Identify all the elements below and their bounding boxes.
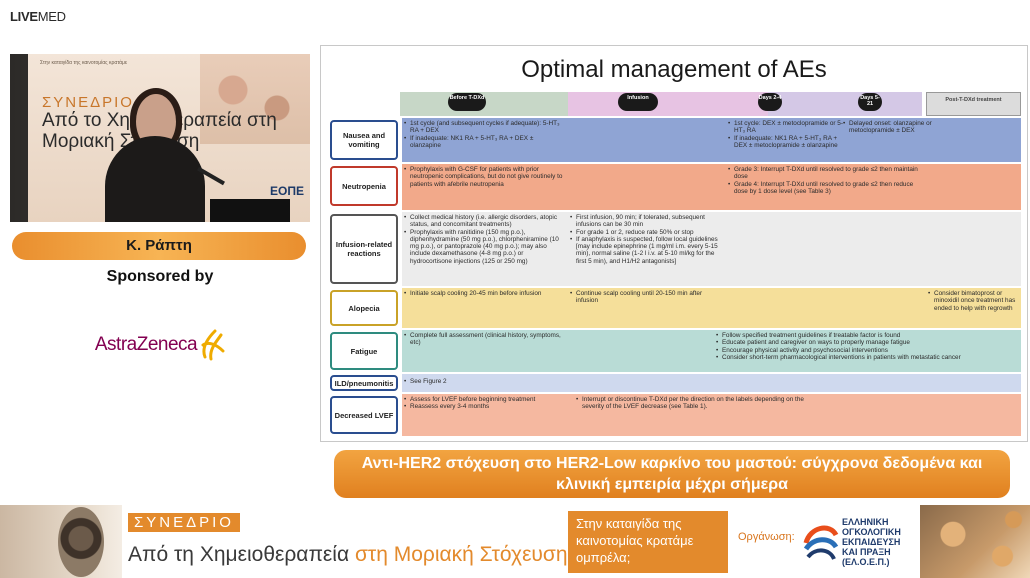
astrazeneca-swirl-icon [201, 329, 225, 361]
cell-days: Grade 3: Interrupt T-DXd until resolved … [728, 166, 918, 195]
row-label: Decreased LVEF [330, 396, 398, 434]
conference-tagline: Στην καταιγίδα της καινοτομίας κρατάμε ο… [568, 511, 728, 573]
timeline-days-5-21: Days 5-21 [858, 93, 882, 111]
row-label: ILD/pneumonitis [330, 375, 398, 391]
cell-before: Initiate scalp cooling 20-45 min before … [404, 290, 564, 298]
row-label: Infusion-related reactions [330, 214, 398, 284]
cell-before: 1st cycle (and subsequent cycles if adeq… [404, 120, 564, 149]
row-alopecia: Alopecia Initiate scalp cooling 20-45 mi… [328, 288, 1021, 328]
eloep-logo-icon [803, 525, 839, 560]
ae-management-table: Before T-DXd Infusion Days 2-4 Days 5-21… [328, 92, 1021, 438]
row-nausea: Nausea and vomiting 1st cycle (and subse… [328, 118, 1021, 162]
cell-before: Complete full assessment (clinical histo… [404, 332, 564, 347]
slide-title: Optimal management of AEs [521, 56, 827, 83]
cell-infusion: First infusion, 90 min; if tolerated, su… [570, 214, 725, 265]
row-label: Neutropenia [330, 166, 398, 206]
row-label: Fatigue [330, 332, 398, 370]
treatment-timeline: Before T-DXd Infusion Days 2-4 Days 5-21… [328, 92, 1021, 116]
cell-before: Assess for LVEF before beginning treatme… [404, 396, 564, 411]
speaker-video: Στην καταιγίδα της καινοτομίας κρατάμε Σ… [10, 54, 310, 222]
row-neutropenia: Neutropenia Prophylaxis with G-CSF for p… [328, 164, 1021, 210]
cell-before: Collect medical history (i.e. allergic d… [404, 214, 564, 265]
session-title-caption: Αντι-HER2 στόχευση στο HER2-Low καρκίνο … [334, 450, 1010, 498]
cells-image [920, 505, 1030, 578]
sponsored-by-label: Sponsored by [106, 268, 214, 285]
sponsor-logo: AstraZeneca [34, 304, 286, 386]
speaker-figure [105, 136, 205, 222]
sponsor-name: AstraZeneca [94, 334, 198, 355]
organizer-name: ΕΛΛΗΝΙΚΗ ΟΓΚΟΛΟΓΙΚΗ ΕΚΠΑΙΔΕΥΣΗ ΚΑΙ ΠΡΑΞΗ… [842, 517, 901, 567]
cell-late: Delayed onset: olanzapine or metoclopram… [843, 120, 943, 135]
cell-before: Prophylaxis with G-CSF for patients with… [404, 166, 564, 188]
cell-before: See Figure 2 [404, 378, 564, 386]
timeline-before: Before T-DXd [448, 93, 486, 111]
cell-post: Consider bimatoprost or minoxidil once t… [928, 290, 1020, 312]
cell-infusion: Interrupt or discontinue T-DXd per the d… [576, 396, 816, 411]
timeline-infusion: Infusion [618, 93, 658, 111]
statue-image [0, 505, 122, 578]
cell-days: 1st cycle: DEX ± metoclopramide or 5-HT₃… [728, 120, 848, 149]
laptop [210, 199, 290, 222]
speaker-name-badge: Κ. Ράπτη [12, 232, 306, 260]
row-label: Alopecia [330, 290, 398, 326]
row-fatigue: Fatigue Complete full assessment (clinic… [328, 330, 1021, 372]
cell-infusion: Continue scalp cooling until 20-150 min … [570, 290, 725, 305]
row-ild: ILD/pneumonitis See Figure 2 [328, 374, 1021, 392]
presentation-slide: Optimal management of AEs Before T-DXd I… [320, 45, 1028, 442]
cell-days: Follow specified treatment guidelines if… [716, 332, 976, 361]
conference-title: ΣΥΝΕΔΡΙΟ Από τη Χημειοθεραπεία στη Μορια… [128, 513, 568, 566]
row-infusion-reactions: Infusion-related reactions Collect medic… [328, 212, 1021, 286]
livemed-logo: LIVEMED [10, 9, 66, 24]
footer-banner: ΣΥΝΕΔΡΙΟ Από τη Χημειοθεραπεία στη Μορια… [0, 505, 1030, 578]
row-lvef: Decreased LVEF Assess for LVEF before be… [328, 394, 1021, 436]
timeline-days-2-4: Days 2-4 [758, 93, 782, 111]
organizer-label: Οργάνωση: [738, 531, 795, 543]
row-label: Nausea and vomiting [330, 120, 398, 160]
timeline-post: Post-T-DXd treatment [926, 92, 1021, 116]
eope-logo: ΕΟΠΕ [269, 184, 304, 198]
